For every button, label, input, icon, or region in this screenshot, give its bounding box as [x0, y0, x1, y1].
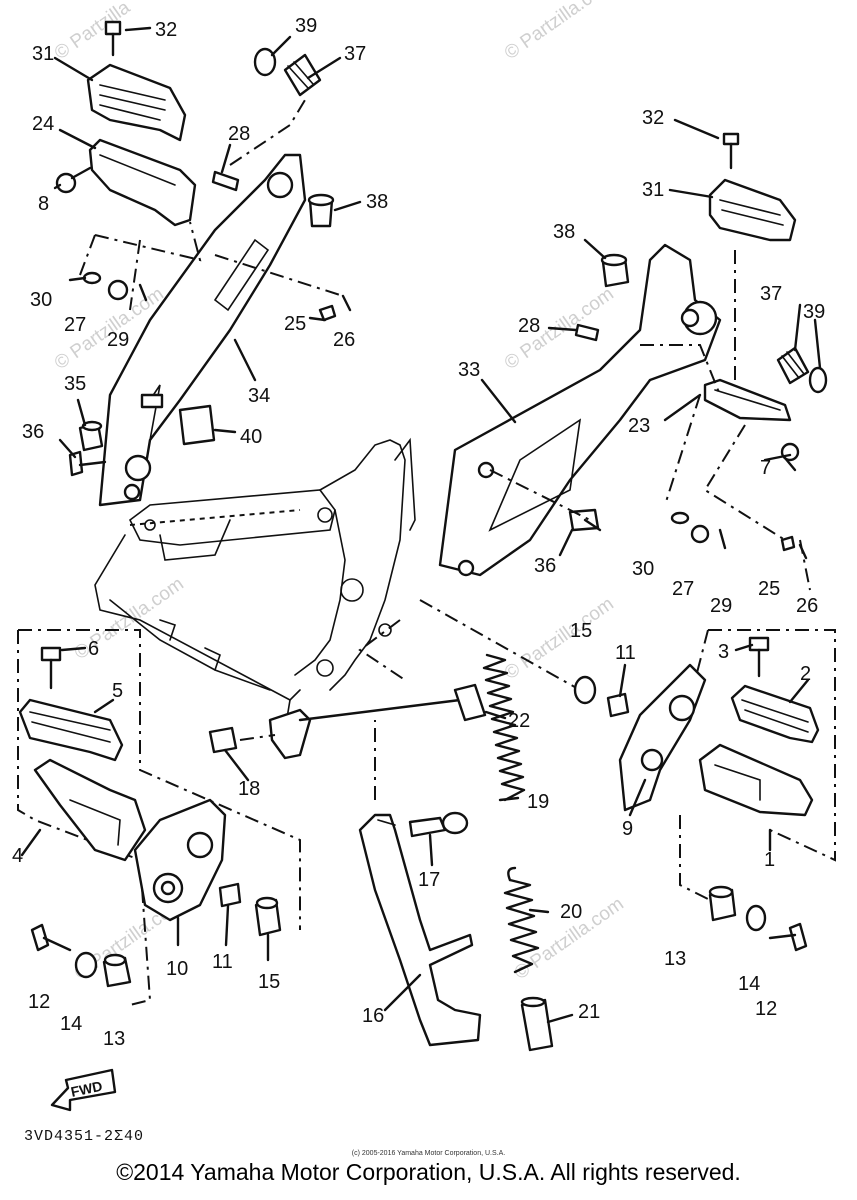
callout-label: 14: [60, 1013, 82, 1035]
diagram-code: 3VD4351-2Σ40: [24, 1128, 145, 1145]
callout-label: 32: [642, 107, 664, 129]
callout-label: 38: [553, 221, 575, 243]
callout-label: 21: [578, 1001, 600, 1023]
copyright-notice: ©2014 Yamaha Motor Corporation, U.S.A. A…: [116, 1159, 741, 1185]
callout-label: 31: [32, 43, 54, 65]
callout-label: 22: [508, 710, 530, 732]
callout-label: 24: [32, 113, 54, 135]
callout-label: 23: [628, 415, 650, 437]
callout-label: 19: [527, 791, 549, 813]
callout-label: 26: [333, 329, 355, 351]
callout-label: 34: [248, 385, 270, 407]
callout-label: 11: [212, 951, 233, 973]
callout-label: 15: [570, 620, 592, 642]
callout-label: 13: [103, 1028, 125, 1050]
callout-label: 7: [760, 457, 771, 479]
callout-label: 27: [64, 314, 86, 336]
callout-label: 6: [88, 638, 99, 660]
callout-label: 17: [418, 869, 440, 891]
callout-label: 13: [664, 948, 686, 970]
main-frame: [94, 437, 416, 746]
watermark: © Partzilla.com: [501, 593, 618, 684]
callout-label: 20: [560, 901, 582, 923]
callout-label: 37: [344, 43, 366, 65]
callout-label: 14: [738, 973, 760, 995]
callout-label: 39: [803, 301, 825, 323]
callout-label: 25: [284, 313, 306, 335]
callout-label: 10: [166, 958, 188, 980]
callout-label: 35: [64, 373, 86, 395]
callout-label: 9: [622, 818, 633, 840]
small-copyright: (c) 2005-2016 Yamaha Motor Corporation, …: [351, 1150, 506, 1157]
callout-label: 28: [228, 123, 250, 145]
callout-label: 33: [458, 359, 480, 381]
callout-label: 4: [12, 845, 23, 867]
callout-label: 16: [362, 1005, 384, 1027]
rear-right-bracket: [438, 132, 828, 591]
callout-label: 5: [112, 680, 123, 702]
front-left-footrest: [17, 629, 301, 1006]
fwd-label: FWD: [69, 1078, 104, 1100]
callout-label: 30: [632, 558, 654, 580]
callout-label: 36: [22, 421, 44, 443]
callout-label: 12: [755, 998, 777, 1020]
callout-label: 27: [672, 578, 694, 600]
callout-label: 12: [28, 991, 50, 1013]
callout-label: 15: [258, 971, 280, 993]
callout-label: 32: [155, 19, 177, 41]
callout-label: 36: [534, 555, 556, 577]
callout-label: 37: [760, 283, 782, 305]
callout-label: 40: [240, 426, 262, 448]
rear-left-bracket: [55, 20, 352, 507]
callouts: 32 31 24 8 30 27 29 35 36 28 39 37 38 25…: [12, 15, 825, 1050]
callout-label: 38: [366, 191, 388, 213]
callout-label: 18: [238, 778, 260, 800]
callout-label: 8: [38, 193, 49, 215]
fwd-arrow: FWD: [50, 1068, 117, 1112]
watermark: © Partzilla: [51, 0, 135, 64]
callout-label: 3: [718, 641, 729, 663]
callout-label: 26: [796, 595, 818, 617]
callout-label: 1: [764, 849, 775, 871]
callout-label: 31: [642, 179, 664, 201]
front-right-footrest: [573, 629, 836, 952]
callout-leaders: [20, 26, 822, 1024]
watermark: © Partzilla.com: [501, 0, 618, 64]
callout-label: 29: [107, 329, 129, 351]
callout-label: 2: [800, 663, 811, 685]
callout-label: 29: [710, 595, 732, 617]
callout-label: 28: [518, 315, 540, 337]
center-parts: [208, 599, 581, 1052]
callout-label: 30: [30, 289, 52, 311]
callout-label: 25: [758, 578, 780, 600]
callout-label: 39: [295, 15, 317, 37]
callout-label: 11: [615, 642, 636, 664]
